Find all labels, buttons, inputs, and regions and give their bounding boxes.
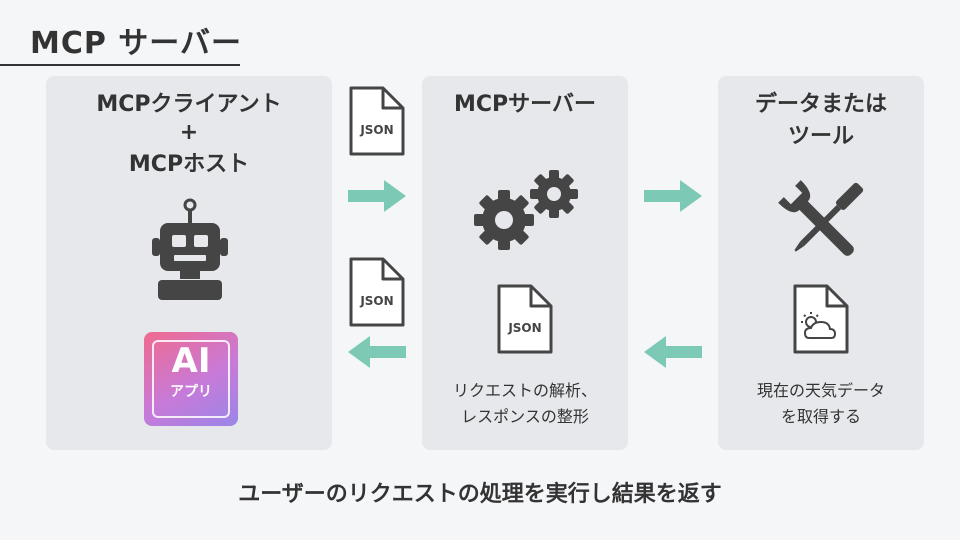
- ai-badge-subtext: アプリ: [170, 384, 212, 400]
- ai-badge-frame: [152, 340, 230, 418]
- server-caption-line1: リクエストの解析、: [452, 381, 597, 400]
- page-title: MCP サーバー: [30, 26, 243, 61]
- client-title-plus: +: [179, 120, 199, 145]
- json-file-label: JSON: [359, 294, 393, 308]
- tools-icon: [778, 180, 864, 256]
- data-caption-line1: 現在の天気データ: [756, 381, 885, 400]
- client-panel: MCPクライアント + MCPホスト AI アプリ: [46, 76, 332, 450]
- json-file-label: JSON: [359, 123, 393, 137]
- data-tool-panel: データまたは ツール 現在の天気データ を取得する: [718, 76, 924, 450]
- server-caption-line2: レスポンスの整形: [461, 407, 589, 426]
- json-file-label: JSON: [507, 321, 541, 335]
- json-file-icon: JSON: [349, 257, 405, 327]
- arrow-right-icon: [348, 180, 406, 212]
- data-title-line1: データまたは: [754, 92, 887, 117]
- footer-summary: ユーザーのリクエストの処理を実行し結果を返す: [238, 482, 722, 507]
- server-title: MCPサーバー: [454, 92, 596, 117]
- json-file-icon: JSON: [497, 284, 553, 354]
- data-title-line2: ツール: [787, 124, 854, 149]
- gear-icon: [474, 170, 578, 250]
- data-caption-line2: を取得する: [780, 407, 861, 426]
- ai-app-icon: AI アプリ: [144, 332, 238, 426]
- server-panel: MCPサーバー JSON リクエス: [422, 76, 628, 450]
- weather-file-icon: [793, 284, 849, 354]
- robot-icon: [152, 198, 228, 300]
- arrow-left-icon: [348, 336, 406, 368]
- arrow-left-icon: [644, 336, 702, 368]
- title-underline: [0, 64, 240, 66]
- ai-badge-text: AI: [171, 341, 211, 381]
- client-title-line1: MCPクライアント: [96, 92, 282, 117]
- arrow-right-icon: [644, 180, 702, 212]
- json-file-icon: JSON: [349, 86, 405, 156]
- client-title-line3: MCPホスト: [128, 152, 250, 177]
